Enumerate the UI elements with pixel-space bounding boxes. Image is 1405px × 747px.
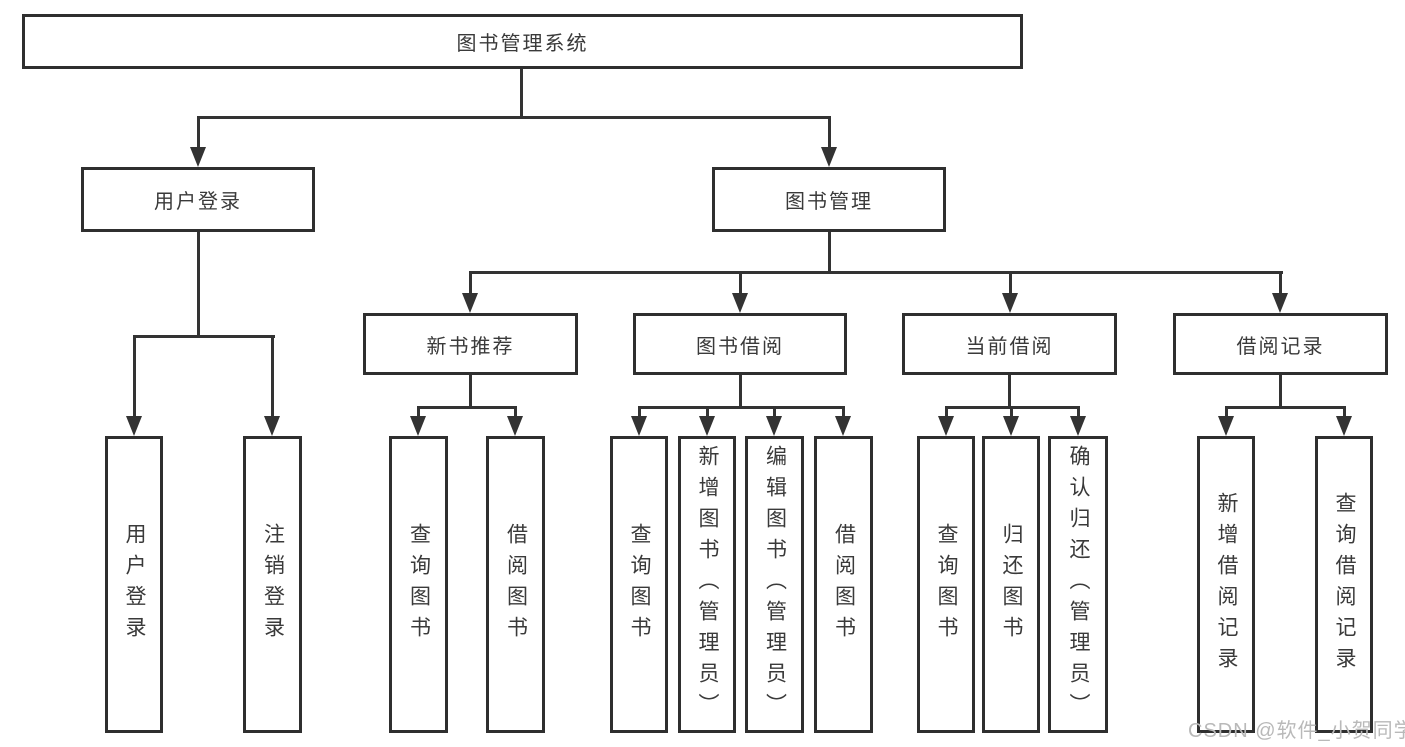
node-leaf-cb-query-books: 查询图书 <box>917 436 975 733</box>
arrowhead-down-icon <box>821 147 837 167</box>
arrowhead-down-icon <box>766 416 782 436</box>
line-segment <box>196 115 831 119</box>
node-leaf-br-add-record: 新增借阅记录 <box>1197 436 1255 733</box>
line-segment <box>1076 407 1080 417</box>
line-segment <box>468 272 472 294</box>
line-segment <box>270 336 274 418</box>
node-leaf-bb-add-books-admin: 新增图书（管理员） <box>678 436 736 733</box>
line-segment <box>468 375 472 407</box>
line-segment <box>738 272 742 294</box>
node-leaf-bb-borrow-books: 借阅图书 <box>814 436 873 733</box>
node-book-management: 图书管理 <box>712 167 946 232</box>
line-segment <box>637 407 641 417</box>
line-segment <box>1224 407 1228 417</box>
node-leaf-logout: 注销登录 <box>243 436 302 733</box>
node-leaf-cb-confirm-return-admin: 确认归还（管理员） <box>1048 436 1108 733</box>
line-segment <box>1009 407 1013 417</box>
node-leaf-bb-edit-books-admin: 编辑图书（管理员） <box>745 436 804 733</box>
arrowhead-down-icon <box>264 416 280 436</box>
node-leaf-cb-return-books: 归还图书 <box>982 436 1040 733</box>
line-segment <box>1278 272 1282 294</box>
line-segment <box>513 407 517 417</box>
csdn-watermark: CSDN @软件_小贺同学 <box>1188 720 1405 742</box>
line-segment <box>637 405 845 409</box>
arrowhead-down-icon <box>1002 293 1018 313</box>
node-leaf-user-login: 用户登录 <box>105 436 163 733</box>
arrowhead-down-icon <box>732 293 748 313</box>
node-user-login: 用户登录 <box>81 167 315 232</box>
line-segment <box>827 232 831 274</box>
line-segment <box>196 117 200 150</box>
line-segment <box>738 375 742 407</box>
arrowhead-down-icon <box>126 416 142 436</box>
node-borrowing-records: 借阅记录 <box>1173 313 1388 375</box>
line-segment <box>196 232 200 337</box>
line-segment <box>841 407 845 417</box>
node-leaf-bb-query-books: 查询图书 <box>610 436 668 733</box>
node-book-borrowing: 图书借阅 <box>633 313 847 375</box>
node-current-borrowing: 当前借阅 <box>902 313 1117 375</box>
line-segment <box>705 407 709 417</box>
line-segment <box>1342 407 1346 417</box>
arrowhead-down-icon <box>462 293 478 313</box>
node-root: 图书管理系统 <box>22 14 1023 69</box>
line-segment <box>132 334 275 338</box>
arrowhead-down-icon <box>1003 416 1019 436</box>
line-segment <box>519 69 523 118</box>
arrowhead-down-icon <box>190 147 206 167</box>
node-leaf-nbr-borrow-books: 借阅图书 <box>486 436 545 733</box>
node-leaf-nbr-query-books: 查询图书 <box>389 436 448 733</box>
arrowhead-down-icon <box>1218 416 1234 436</box>
node-new-book-recommendation: 新书推荐 <box>363 313 578 375</box>
line-segment <box>1008 272 1012 294</box>
arrowhead-down-icon <box>631 416 647 436</box>
arrowhead-down-icon <box>1336 416 1352 436</box>
line-segment <box>468 270 1283 274</box>
arrowhead-down-icon <box>938 416 954 436</box>
line-segment <box>827 117 831 150</box>
arrowhead-down-icon <box>699 416 715 436</box>
node-leaf-br-query-record: 查询借阅记录 <box>1315 436 1373 733</box>
line-segment <box>1007 375 1011 407</box>
arrowhead-down-icon <box>835 416 851 436</box>
line-segment <box>1278 375 1282 407</box>
line-segment <box>1224 405 1346 409</box>
line-segment <box>132 336 136 418</box>
line-segment <box>416 407 420 417</box>
arrowhead-down-icon <box>1272 293 1288 313</box>
line-segment <box>772 407 776 417</box>
arrowhead-down-icon <box>410 416 426 436</box>
line-segment <box>944 407 948 417</box>
arrowhead-down-icon <box>1070 416 1086 436</box>
arrowhead-down-icon <box>507 416 523 436</box>
line-segment <box>416 405 517 409</box>
